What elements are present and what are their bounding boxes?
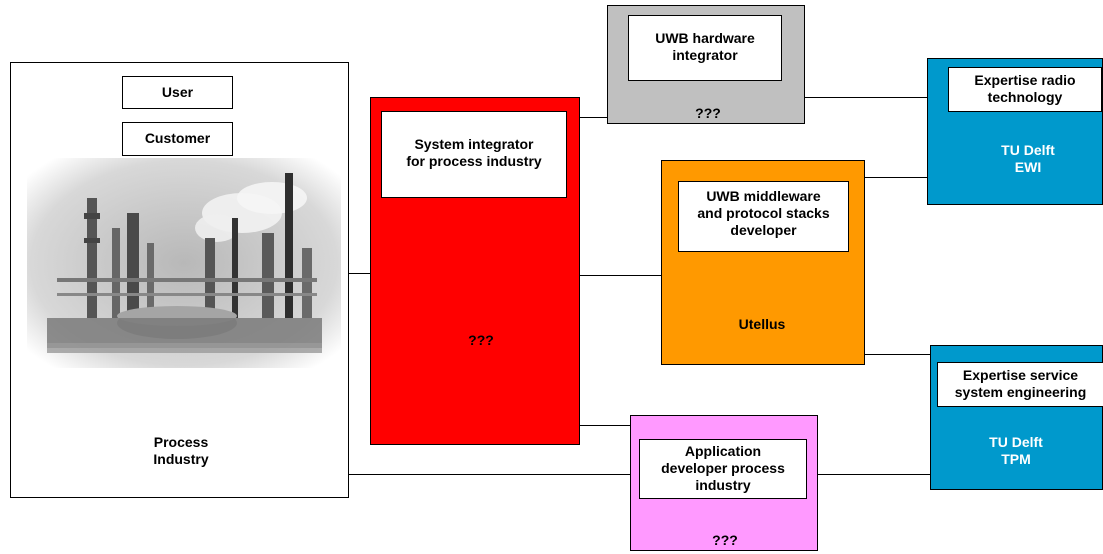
industrial-plant-photo xyxy=(27,158,341,368)
system-integrator-role-box: System integrator for process industry xyxy=(381,111,567,198)
user-label: User xyxy=(161,84,194,100)
connector-process-to-app xyxy=(349,474,630,475)
hardware-integrator-role: UWB hardware integrator xyxy=(655,30,755,63)
ewi-expertise-box: Expertise radio technology xyxy=(948,67,1102,112)
utellus-name: Utellus xyxy=(738,316,786,332)
connector-process-to-integrator xyxy=(349,273,370,274)
utellus-role: UWB middleware and protocol stacks devel… xyxy=(697,188,830,238)
system-integrator-box: System integrator for process industry ?… xyxy=(370,97,580,445)
ewi-name: TU Delft EWI xyxy=(1001,142,1055,175)
connector-hardware-to-ewi xyxy=(805,97,927,98)
customer-box: Customer xyxy=(122,122,233,156)
process-industry-label: Process Industry xyxy=(153,434,209,467)
utellus-box: UWB middleware and protocol stacks devel… xyxy=(661,160,865,365)
tu-delft-ewi-box: Expertise radio technology TU Delft EWI xyxy=(927,58,1103,205)
connector-integrator-to-hardware xyxy=(580,117,607,118)
hardware-integrator-box: UWB hardware integrator ??? xyxy=(607,5,805,124)
hardware-integrator-status: ??? xyxy=(695,105,721,121)
system-integrator-role: System integrator for process industry xyxy=(406,136,542,169)
connector-integrator-to-app xyxy=(580,425,630,426)
app-developer-role: Application developer process industry xyxy=(661,443,785,493)
connector-utellus-to-ewi xyxy=(865,177,927,178)
connector-utellus-to-tpm xyxy=(865,354,930,355)
app-developer-status: ??? xyxy=(712,532,738,548)
user-box: User xyxy=(122,76,233,109)
tpm-expertise-box: Expertise service system engineering xyxy=(937,362,1103,407)
utellus-role-box: UWB middleware and protocol stacks devel… xyxy=(678,181,849,252)
app-developer-box: Application developer process industry ?… xyxy=(630,415,818,551)
app-developer-role-box: Application developer process industry xyxy=(639,439,807,499)
hardware-integrator-role-box: UWB hardware integrator xyxy=(628,15,782,81)
tpm-expertise: Expertise service system engineering xyxy=(954,367,1087,400)
system-integrator-status: ??? xyxy=(468,332,494,348)
tu-delft-tpm-box: Expertise service system engineering TU … xyxy=(930,345,1103,490)
connector-app-to-tpm xyxy=(818,474,930,475)
connector-integrator-to-utellus xyxy=(580,275,661,276)
ewi-expertise: Expertise radio technology xyxy=(974,72,1076,105)
tpm-name: TU Delft TPM xyxy=(989,434,1043,467)
customer-label: Customer xyxy=(144,130,211,146)
